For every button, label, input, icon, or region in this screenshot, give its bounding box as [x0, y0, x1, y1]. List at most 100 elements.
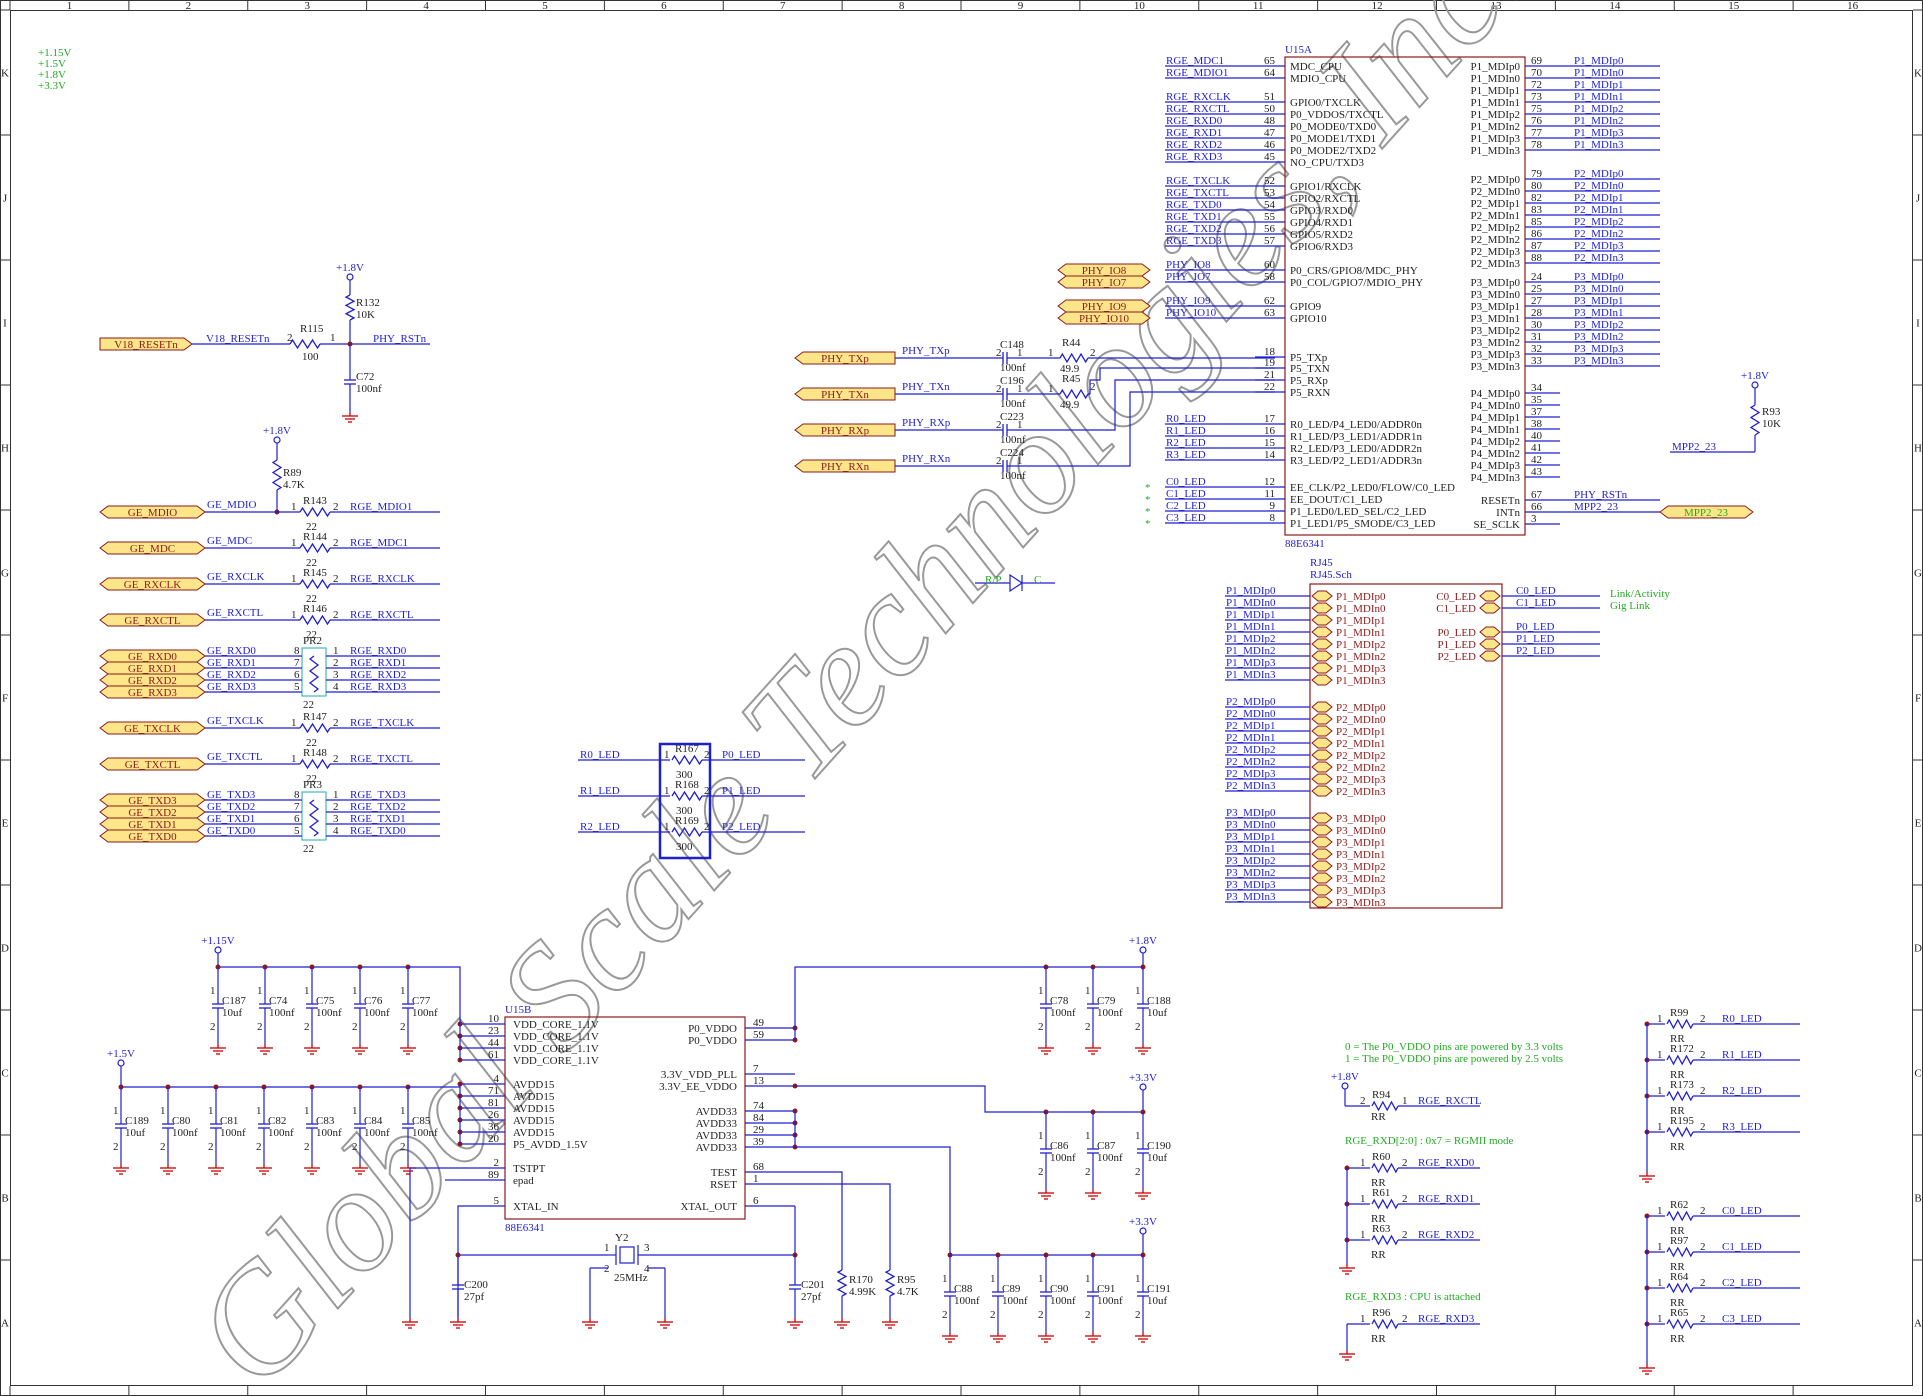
cap-value: 27pf	[464, 1291, 485, 1303]
port-label: PHY_IO7	[1082, 277, 1127, 289]
port-label: PHY_TXn	[821, 389, 869, 401]
u15a-net-label: PHY_RSTn	[1574, 489, 1628, 501]
cap-value: 100nf	[412, 1007, 438, 1019]
u15a-pin-name: P3_MDIn1	[1470, 313, 1520, 325]
res-ref: R132	[356, 297, 380, 309]
power-rail-label: +1.8V	[336, 262, 364, 274]
u15a-pin-name: GPIO10	[1290, 313, 1327, 325]
u15a-pin-number: 47	[1264, 127, 1276, 139]
sheet-entry	[1311, 761, 1333, 773]
u15a-pin-name: GPIO5/RXD2	[1290, 229, 1353, 241]
off-sheet-port	[1057, 275, 1151, 289]
u15a-pin-name: P4_MDIp2	[1470, 436, 1520, 448]
power-rail-symbol	[273, 436, 281, 444]
res-ref: R60	[1372, 1151, 1391, 1163]
u15a-pin-name: P2_MDIn3	[1470, 258, 1520, 270]
rj45-entry-label: P0_LED	[1438, 627, 1477, 639]
frame-column-label: 8	[899, 0, 905, 12]
res-value: 22	[306, 593, 317, 605]
u15b-pin-number: 36	[488, 1121, 500, 1133]
u15a-pin-number: 60	[1264, 259, 1276, 271]
u15a-pin-number: 9	[1270, 500, 1276, 512]
pin-number: 2	[1135, 1309, 1141, 1321]
u15a-net-label: P3_MDIp3	[1574, 343, 1624, 355]
wire	[794, 966, 1046, 1028]
res-value: RR	[1371, 1249, 1386, 1261]
u15b-pin-number: 2	[494, 1157, 500, 1169]
sheet-entry	[1311, 749, 1333, 761]
frame-column-label: 2	[186, 0, 192, 12]
cap-value: 100nf	[1050, 1152, 1076, 1164]
res-ref: R147	[303, 711, 327, 723]
wire	[795, 1085, 1046, 1113]
pin-number: 1	[291, 537, 297, 549]
u15a-pin-number: 82	[1531, 192, 1542, 204]
u15a-net-label: RGE_TXD1	[1166, 211, 1222, 223]
cap-ref: C80	[172, 1115, 191, 1127]
resistor-symbol	[1666, 1126, 1694, 1138]
cap-value: 100nf	[412, 1127, 438, 1139]
frame-column-label: 7	[780, 0, 786, 12]
u15b-pin-name: P5_AVDD_1.5V	[513, 1139, 588, 1151]
u15a-net-label: RGE_RXD3	[1166, 151, 1223, 163]
u15b-pin-name: XTAL_IN	[513, 1201, 559, 1213]
rj45-entry-label: P2_MDIp3	[1336, 774, 1386, 786]
u15a-net-label: R0_LED	[1166, 413, 1206, 425]
u15a-pin-number: 70	[1531, 67, 1543, 79]
u15a-pin-name: P2_MDIp2	[1470, 222, 1520, 234]
led-strap-net: C3_LED	[1722, 1313, 1762, 1325]
port-label: GE_TXCLK	[124, 723, 181, 735]
u15a-pin-name: P4_MDIn0	[1470, 400, 1520, 412]
res-value: RR	[1670, 1105, 1685, 1117]
u15a-ref: U15A	[1285, 44, 1312, 56]
u15a-pin-name: EE_CLK/P2_LED0/FLOW/C0_LED	[1290, 482, 1455, 494]
u15a-net-label: P3_MDIn0	[1574, 283, 1624, 295]
ge-net-out: RGE_TXCTL	[350, 753, 413, 765]
u15b-pin-number: 39	[753, 1136, 765, 1148]
wire	[795, 1146, 951, 1255]
pin-number: 1	[1360, 1193, 1366, 1205]
u15a-net-label: P2_MDIp0	[1574, 168, 1624, 180]
pin-number: 1	[1657, 1205, 1663, 1217]
u15a-net-label: RGE_TXCLK	[1166, 175, 1230, 187]
u15b-pin-name: 3.3V_EE_VDDO	[659, 1081, 737, 1093]
pin-number: 2	[256, 1141, 262, 1153]
u15b-pin-number: 5	[494, 1195, 500, 1207]
pin-number: 1	[1657, 1241, 1663, 1253]
res-ref: R94	[1372, 1089, 1391, 1101]
frame-row-label: J	[3, 193, 8, 205]
cap-value: 100nf	[364, 1007, 390, 1019]
u15a-pin-name: P3_MDIp3	[1470, 349, 1520, 361]
port-label: PHY_RXn	[821, 461, 870, 473]
u15a-net-label: P2_MDIp3	[1574, 240, 1624, 252]
resistor-symbol	[1371, 1318, 1399, 1330]
u15a-pin-number: 75	[1531, 103, 1543, 115]
res-ref: R93	[1762, 406, 1781, 418]
u15a-net-label: P1_MDIn0	[1574, 67, 1624, 79]
u15a-net-label: RGE_TXD3	[1166, 235, 1222, 247]
u15a-net-label: MPP2_23	[1574, 501, 1619, 513]
res-value: RR	[1670, 1297, 1685, 1309]
u15b-pin-name: VDD_CORE_1.1V	[513, 1019, 599, 1031]
pin-number: 1	[1657, 1013, 1663, 1025]
resistor-symbol	[836, 1269, 848, 1297]
u15a-pin-name: P1_MDIp2	[1470, 109, 1520, 121]
rj45-net-label: P3_MDIp2	[1226, 855, 1276, 867]
u15a-net-label: RGE_RXD0	[1166, 115, 1223, 127]
sheet-entry	[1311, 737, 1333, 749]
resistor-symbol	[1666, 1090, 1694, 1102]
res-ref: R97	[1670, 1235, 1689, 1247]
u15a-pin-name: GPIO2/RXCTL	[1290, 193, 1361, 205]
u15a-pin-name: P1_MDIp1	[1470, 85, 1520, 97]
u15a-pin-number: 52	[1264, 175, 1275, 187]
pin-number: 1	[942, 1273, 948, 1285]
port-label: PHY_IO9	[1082, 301, 1127, 313]
rj45-entry-label: P1_MDIn1	[1336, 627, 1386, 639]
diode-label-left: R/P	[985, 574, 1002, 586]
u15a-pin-name: P0_CRS/GPIO8/MDC_PHY	[1290, 265, 1418, 277]
power-rail-label: +1.8V	[263, 425, 291, 437]
u15b-pin-name: VDD_CORE_1.1V	[513, 1055, 599, 1067]
pin-number: 2	[333, 501, 339, 513]
ge-net-out: RGE_RXD2	[350, 669, 406, 681]
pin-number: 3	[333, 669, 339, 681]
